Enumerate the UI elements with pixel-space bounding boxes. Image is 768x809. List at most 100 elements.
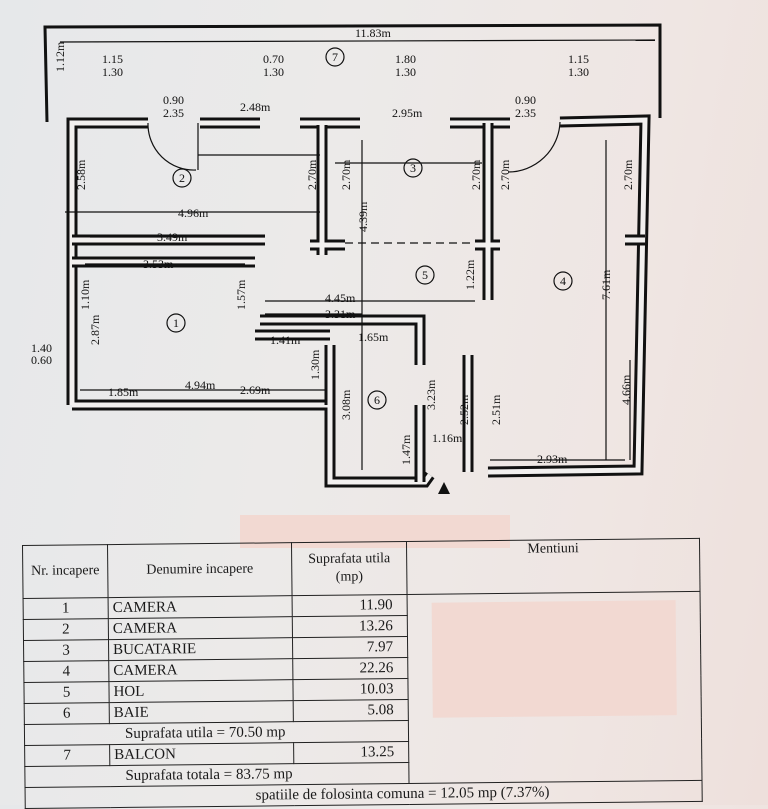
dim-door: 2.35 (163, 106, 184, 120)
dimension-label: 2.51m (489, 394, 503, 425)
dimension-label: 2.87m (88, 314, 102, 345)
dimension-labels: 11.83m 1.12m 1.151.30 0.701.30 1.801.30 … (31, 26, 635, 466)
table-cell: CAMERA (108, 616, 293, 640)
table-cell: 13.25 (293, 741, 409, 764)
table-cell: 6 (24, 702, 110, 725)
header-name: Denumire incapere (107, 542, 293, 598)
dimension-label: 2.70m (305, 159, 319, 190)
dim-window: 0.70 (263, 52, 284, 66)
table-cell: BUCATARIE (108, 637, 293, 661)
notes-cell (407, 591, 703, 784)
dimension-label: 1.16m (432, 431, 463, 445)
dimension-label: 2.52m (457, 394, 471, 425)
header-notes: Mentiuni (406, 538, 701, 595)
header-nr: Nr. incapere (22, 544, 109, 599)
table-cell: CAMERA (108, 658, 293, 682)
dimension-label: 3.53m (143, 257, 174, 271)
table-cell: 4 (23, 660, 109, 683)
room-marker-3: 3 (403, 158, 423, 178)
dimension-label: 1.85m (108, 385, 139, 399)
table-cell: BAIE (109, 700, 294, 724)
dim-window: 1.40 (31, 341, 52, 355)
dim-window: 1.15 (102, 52, 123, 66)
dimension-label: 4.45m (325, 291, 356, 305)
dimension-label: 1.41m (270, 333, 301, 347)
dimension-label: 2 (179, 171, 185, 185)
table-cell: 2 (23, 618, 109, 641)
dimension-label: 1.57m (234, 279, 248, 310)
room-marker-6: 6 (367, 390, 387, 410)
dimension-label: 3 (410, 161, 416, 175)
dimension-label: 1.10m (78, 279, 92, 310)
dim-window: 1.30 (263, 65, 284, 79)
dimension-label: 1 (173, 316, 179, 330)
dimension-label: 2.70m (621, 159, 635, 190)
table-cell: 22.26 (292, 657, 408, 680)
room-marker-7: 7 (325, 47, 345, 67)
dimension-label: 2.48m (240, 100, 271, 114)
dim-balcony-depth: 1.12m (53, 41, 67, 72)
dimension-label: 1.22m (463, 259, 477, 290)
dim-window: 1.30 (395, 65, 416, 79)
dimension-label: 6 (374, 393, 380, 407)
dimension-label: 3.23m (424, 379, 438, 410)
dimension-label: 1.30m (308, 349, 322, 380)
dim-line-total (59, 39, 656, 43)
table-cell: 7 (24, 744, 110, 767)
room-marker-1: 1 (166, 313, 186, 333)
table-cell: 5 (23, 681, 110, 704)
dimension-label: 4.94m (185, 378, 216, 392)
dim-door: 0.90 (163, 93, 184, 107)
table-cell: 3 (23, 639, 109, 662)
dim-door: 0.90 (515, 93, 536, 107)
dim-window: 1.30 (102, 65, 123, 79)
redacted-area (240, 515, 510, 548)
dim-window: 1.30 (568, 65, 589, 79)
table-cell: 7.97 (292, 636, 408, 659)
dim-window: 1.80 (395, 52, 416, 66)
dimension-label: 4 (560, 274, 566, 288)
header-area: Suprafata utila (mp) (291, 541, 408, 596)
dimension-label: 3.08m (339, 389, 353, 420)
dimension-label: 2.69m (240, 383, 271, 397)
room-marker-5: 5 (415, 265, 435, 285)
table-cell: 13.26 (292, 615, 408, 638)
dimension-label: 5 (422, 268, 428, 282)
room-marker-2: 2 (172, 168, 192, 188)
dimension-label: 1.65m (358, 330, 389, 344)
redacted-area (431, 600, 677, 718)
room-marker-4: 4 (553, 271, 573, 291)
table-cell: HOL (108, 679, 294, 703)
dimension-label: 2.58m (74, 159, 88, 190)
dim-window: 1.15 (568, 52, 589, 66)
table-cell: BALCON (109, 742, 294, 766)
table-cell: 1 (23, 597, 109, 620)
dimension-label: 7.61m (599, 269, 613, 300)
table-cell: 11.90 (292, 594, 408, 617)
dimension-label: 2.70m (498, 159, 512, 190)
dim-window: 0.60 (31, 353, 52, 367)
floor-plan: 1 2 3 4 5 6 7 11.83m 1.12m 1.151.30 0.70… (31, 23, 662, 494)
balcony-outline (43, 23, 662, 123)
dimension-label: 2.93m (537, 452, 568, 466)
dimension-label: 2.70m (339, 159, 353, 190)
dimension-label: 3.49m (157, 230, 188, 244)
rooms-table: Nr. incapere Denumire incapere Suprafata… (22, 538, 703, 809)
dimension-label: 3.31m (325, 307, 356, 321)
table-cell: 10.03 (292, 678, 409, 701)
dimension-label: 2.95m (392, 106, 423, 120)
walls (66, 114, 651, 488)
table-header: Nr. incapere Denumire incapere Suprafata… (22, 538, 701, 599)
dim-door: 2.35 (515, 106, 536, 120)
dimension-label: 4.96m (178, 206, 209, 220)
table-cell: 5.08 (293, 699, 409, 722)
dimension-lines (65, 140, 631, 470)
dimension-label: 1.47m (399, 434, 413, 465)
dimension-label: 4.66m (619, 374, 633, 405)
dimension-label: 4.39m (356, 201, 370, 232)
entrance-arrow-icon (438, 482, 450, 494)
dim-total-width: 11.83m (355, 26, 392, 40)
dimension-label: 7 (332, 50, 338, 64)
dimension-label: 2.70m (469, 159, 483, 190)
room-markers: 1 2 3 4 5 6 7 (166, 47, 573, 410)
